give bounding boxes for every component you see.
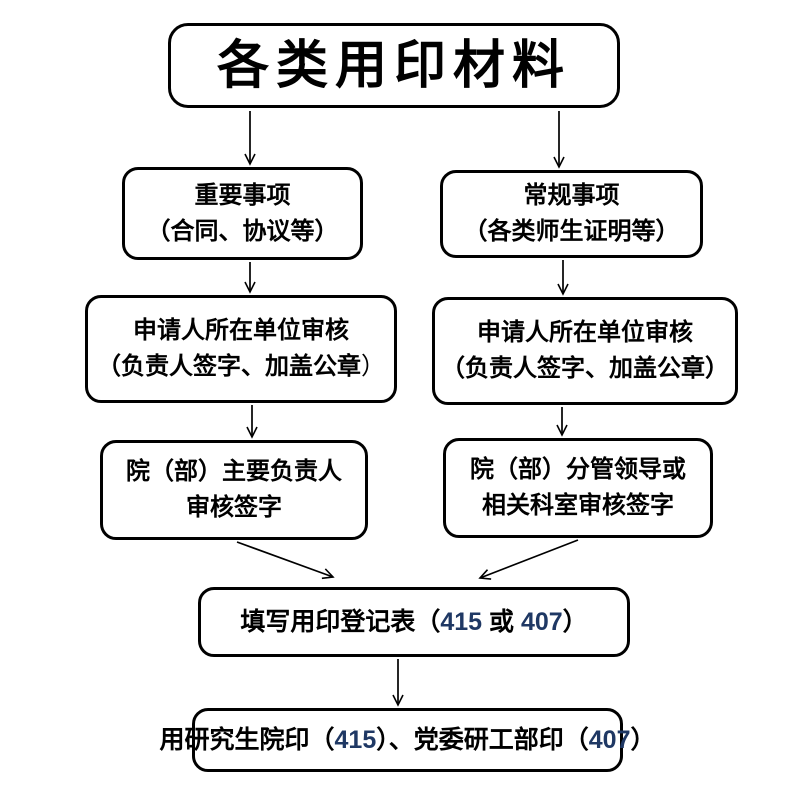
node-unit-review-right: 申请人所在单位审核 （负责人签字、加盖公章）: [432, 297, 738, 405]
node-dean-sign-line1: 院（部）主要负责人: [126, 458, 342, 485]
arrow-leader-sign-to-register-form: [478, 539, 579, 580]
node-routine-matters: 常规事项 （各类师生证明等）: [440, 170, 703, 258]
node-seal-use: 用研究生院印（415）、党委研工部印（407）: [160, 708, 656, 772]
node-register-form: 填写用印登记表（415 或 407）: [198, 587, 630, 657]
node-important-matters-line2: （合同、协议等）: [146, 217, 339, 245]
node-leader-sign-line2: 相关科室审核签字: [482, 492, 674, 519]
node-leader-sign-line1: 院（部）分管领导或: [470, 456, 686, 483]
node-routine-matters-line2: （各类师生证明等）: [463, 218, 680, 245]
node-seal-materials: 各类用印材料: [168, 23, 620, 108]
node-dean-sign: 院（部）主要负责人 审核签字: [100, 440, 368, 540]
node-important-matters-line1: 重要事项: [194, 181, 291, 209]
node-unit-review-left-line1: 申请人所在单位审核: [133, 317, 349, 344]
node-unit-review-left: 申请人所在单位审核 （负责人签字、加盖公章）: [85, 295, 397, 403]
node-unit-review-left-line2: （负责人签字、加盖公章）: [97, 353, 385, 380]
node-leader-sign: 院（部）分管领导或 相关科室审核签字: [443, 438, 713, 538]
node-seal-use-label: 用研究生院印（415）、党委研工部印（407）: [159, 726, 656, 754]
node-routine-matters-line1: 常规事项: [523, 182, 620, 209]
node-important-matters: 重要事项 （合同、协议等）: [122, 167, 363, 260]
node-unit-review-right-line1: 申请人所在单位审核: [477, 319, 693, 346]
node-seal-materials-label: 各类用印材料: [216, 36, 571, 95]
node-unit-review-right-line2: （负责人签字、加盖公章）: [441, 355, 729, 382]
node-dean-sign-line2: 审核签字: [186, 494, 282, 521]
arrow-dean-sign-to-register-form: [236, 541, 335, 580]
node-register-form-label: 填写用印登记表（415 或 407）: [240, 608, 588, 636]
